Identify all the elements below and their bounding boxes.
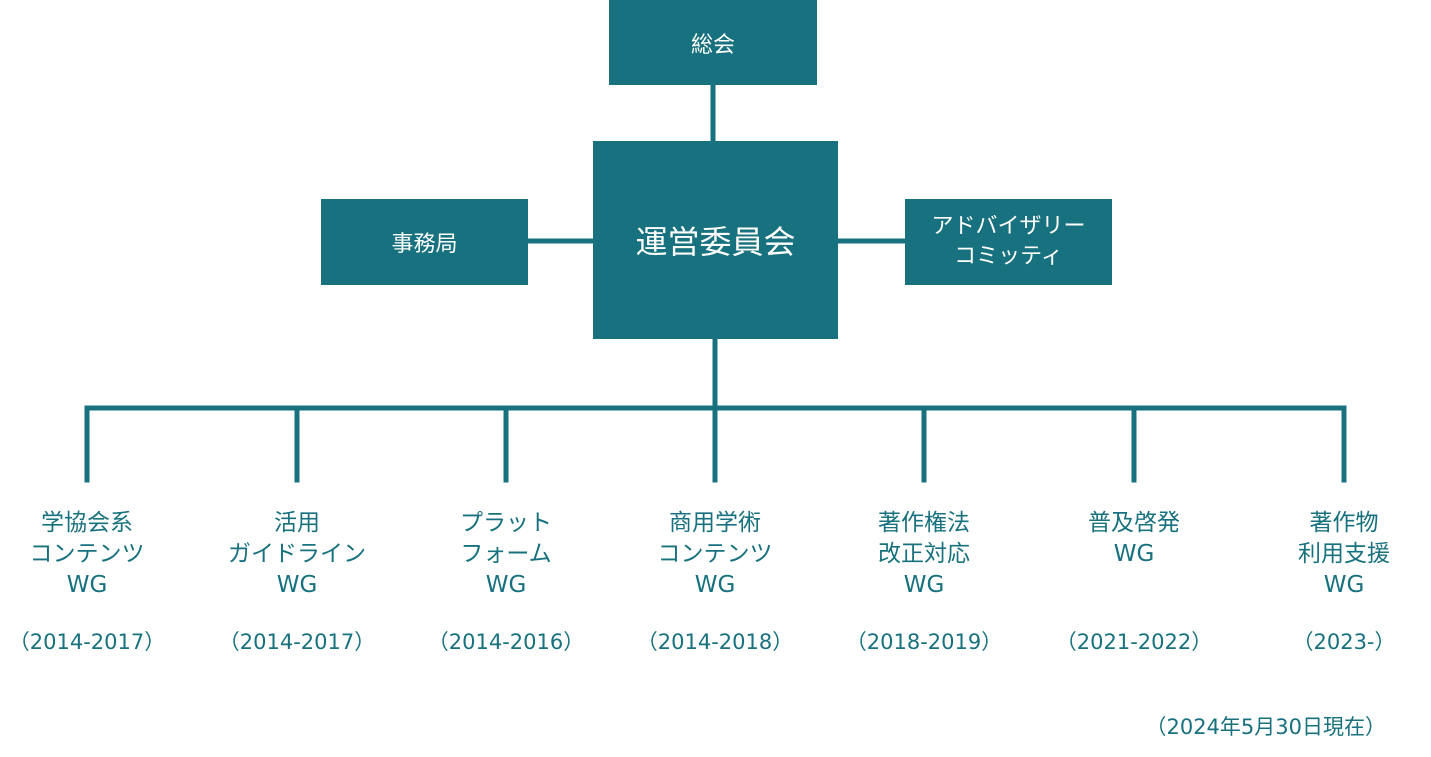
wg-item: 商用学術 コンテンツ WG （2014-2018） [610,508,820,656]
as-of-date: （2024年5月30日現在） [1145,715,1386,739]
advisory-committee-box: アドバイザリー コミッティ [905,199,1112,285]
wg-name: 学協会系 コンテンツ WG [29,510,145,598]
secretariat-box: 事務局 [321,199,528,285]
wg-item: 学協会系 コンテンツ WG （2014-2017） [0,508,192,656]
steering-committee-label: 運営委員会 [635,223,796,261]
wg-period: （2018-2019） [845,630,1003,654]
wg-period: （2014-2017） [218,630,376,654]
steering-committee-box: 運営委員会 [593,141,838,339]
wg-period: （2023-） [1292,630,1396,654]
wg-item: 活用 ガイドライン WG （2014-2017） [192,508,402,656]
wg-item: 著作物 利用支援 WG （2023-） [1239,508,1431,656]
wg-name: 著作物 利用支援 WG [1298,510,1390,598]
wg-name: 商用学術 コンテンツ WG [657,510,773,598]
wg-period: （2014-2016） [427,630,585,654]
wg-name: 普及啓発 WG [1088,510,1180,567]
wg-period: （2014-2017） [8,630,166,654]
wg-item: 著作権法 改正対応 WG （2018-2019） [819,508,1029,656]
wg-item: プラット フォーム WG （2014-2016） [401,508,611,656]
secretariat-label: 事務局 [391,232,458,257]
wg-name: プラット フォーム WG [460,510,552,598]
wg-name: 著作権法 改正対応 WG [878,510,970,598]
general-assembly-label: 総会 [690,32,735,58]
wg-item: 普及啓発 WG （2021-2022） [1029,508,1239,656]
advisory-committee-label: アドバイザリー コミッティ [931,214,1086,269]
wg-period: （2014-2018） [636,630,794,654]
wg-name: 活用 ガイドライン WG [228,510,366,598]
general-assembly-box: 総会 [609,0,817,85]
wg-period: （2021-2022） [1055,630,1213,654]
